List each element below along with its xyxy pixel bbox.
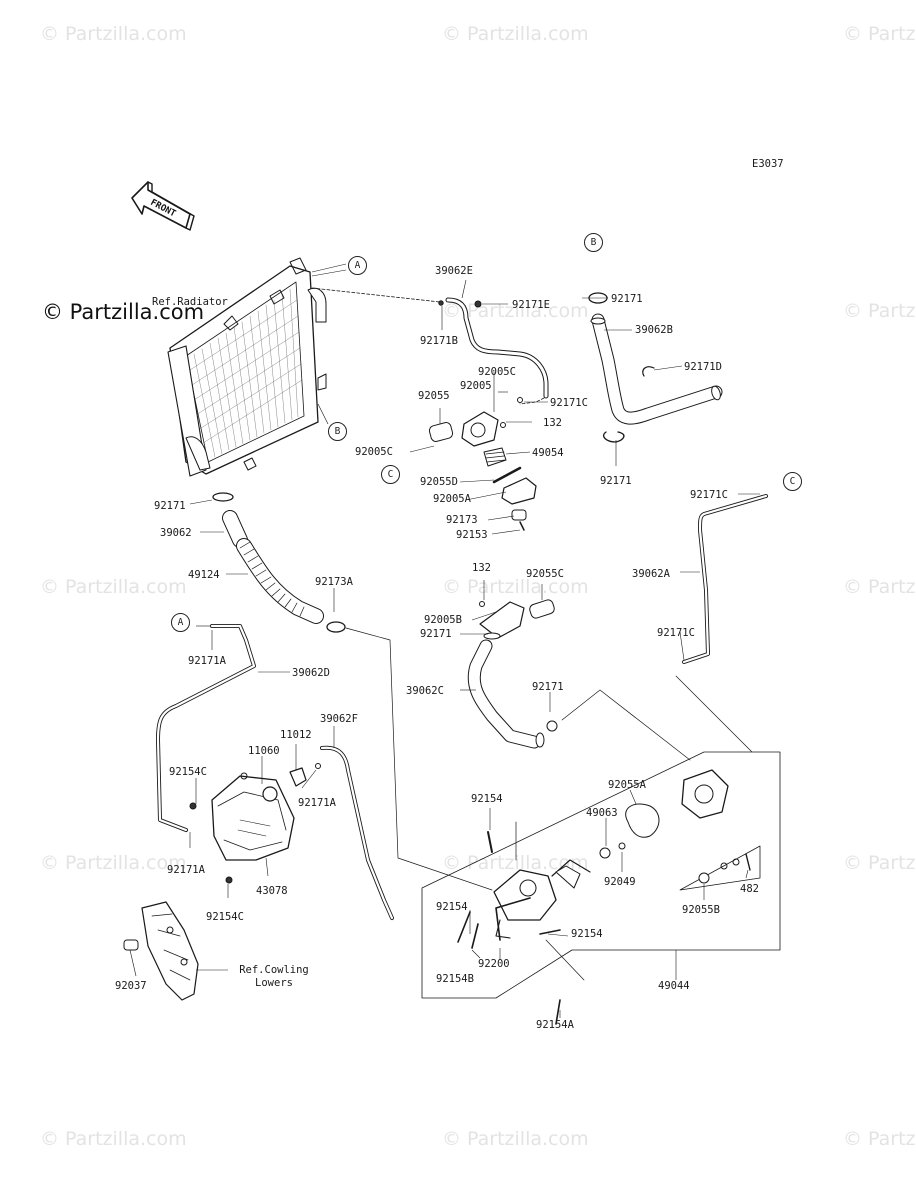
part-label: 92200 (478, 958, 510, 970)
part-label: 11060 (248, 745, 280, 757)
thermostat-housing (428, 300, 537, 531)
watermark: © Partzilla.com (40, 23, 187, 45)
part-label: 92171B (420, 335, 458, 347)
part-label: 92171 (600, 475, 632, 487)
part-label: 92154 (436, 901, 468, 913)
water-pump (457, 769, 751, 1025)
watermark: © Partzilla.com (843, 576, 916, 598)
part-label: 92154 (571, 928, 603, 940)
part-label: 92055B (682, 904, 720, 916)
part-label: 92154 (471, 793, 503, 805)
hose-39062 (212, 492, 346, 633)
connector-a: A (171, 613, 190, 632)
connector-c: C (783, 472, 802, 491)
part-label: 92154C (169, 766, 207, 778)
cowling-bracket (123, 901, 199, 1001)
part-label: 92055D (420, 476, 458, 488)
part-label: 92171 (420, 628, 452, 640)
part-label: 92154B (436, 973, 474, 985)
part-label: 39062C (406, 685, 444, 697)
part-label: 132 (543, 417, 562, 429)
part-label: 132 (472, 562, 491, 574)
watermark: © Partzilla.com (40, 1128, 187, 1150)
part-label: 49044 (658, 980, 690, 992)
part-label: 92154C (206, 911, 244, 923)
part-label: 39062D (292, 667, 330, 679)
part-label: 43078 (256, 885, 288, 897)
watermark: © Partzilla.com (843, 300, 916, 322)
watermark: © Partzilla.com (442, 1128, 589, 1150)
part-label: 92005A (433, 493, 471, 505)
watermark: © Partzilla.com (442, 576, 589, 598)
connector-b: B (328, 422, 347, 441)
connector-c: C (381, 465, 400, 484)
reservoir-tank (189, 763, 321, 884)
connector-b: B (584, 233, 603, 252)
part-label: 92171 (611, 293, 643, 305)
part-label: 92173 (446, 514, 478, 526)
radiator-ref-label: Ref.Radiator (152, 296, 228, 308)
part-label: 92171A (167, 864, 205, 876)
part-label: 92171 (532, 681, 564, 693)
watermark: © Partzilla.com (843, 23, 916, 45)
part-label: 39062 (160, 527, 192, 539)
part-label: 92171D (684, 361, 722, 373)
part-label: 92171C (550, 397, 588, 409)
part-label: 92171C (690, 489, 728, 501)
front-arrow-icon: FRONT (131, 181, 195, 231)
watermark: © Partzilla.com (442, 23, 589, 45)
radiator (167, 257, 327, 477)
part-label: 49063 (586, 807, 618, 819)
part-label: 49054 (532, 447, 564, 459)
hose-39062c (467, 599, 558, 749)
part-label: 92005C (478, 366, 516, 378)
part-label: 92173A (315, 576, 353, 588)
watermark: © Partzilla.com (40, 852, 187, 874)
watermark: © Partzilla.com (40, 576, 187, 598)
diagram-code: E3037 (752, 158, 784, 170)
part-label: 92037 (115, 980, 147, 992)
part-label: 92049 (604, 876, 636, 888)
part-label: 92055C (526, 568, 564, 580)
watermark: © Partzilla.com (843, 852, 916, 874)
cowling-ref-label: Ref.Cowling Lowers (239, 964, 309, 989)
part-label: 92171 (154, 500, 186, 512)
part-label: 39062E (435, 265, 473, 277)
watermark-logo: © Partzilla.com (42, 300, 205, 324)
part-label: 39062A (632, 568, 670, 580)
watermark: © Partzilla.com (843, 1128, 916, 1150)
part-label: 92153 (456, 529, 488, 541)
part-label: 92171C (657, 627, 695, 639)
part-label: 11012 (280, 729, 312, 741)
connector-a: A (348, 256, 367, 275)
part-label: 482 (740, 883, 759, 895)
part-label: 39062F (320, 713, 358, 725)
part-label: 92154A (536, 1019, 574, 1031)
part-label: 92171E (512, 299, 550, 311)
part-label: 92005 (460, 380, 492, 392)
part-label: 49124 (188, 569, 220, 581)
part-label: 92171A (298, 797, 336, 809)
watermark: © Partzilla.com (442, 852, 589, 874)
part-label: 39062B (635, 324, 673, 336)
part-label: 92005C (355, 446, 393, 458)
part-label: 92055 (418, 390, 450, 402)
part-label: 92171A (188, 655, 226, 667)
part-label: 92005B (424, 614, 462, 626)
part-label: 92055A (608, 779, 646, 791)
